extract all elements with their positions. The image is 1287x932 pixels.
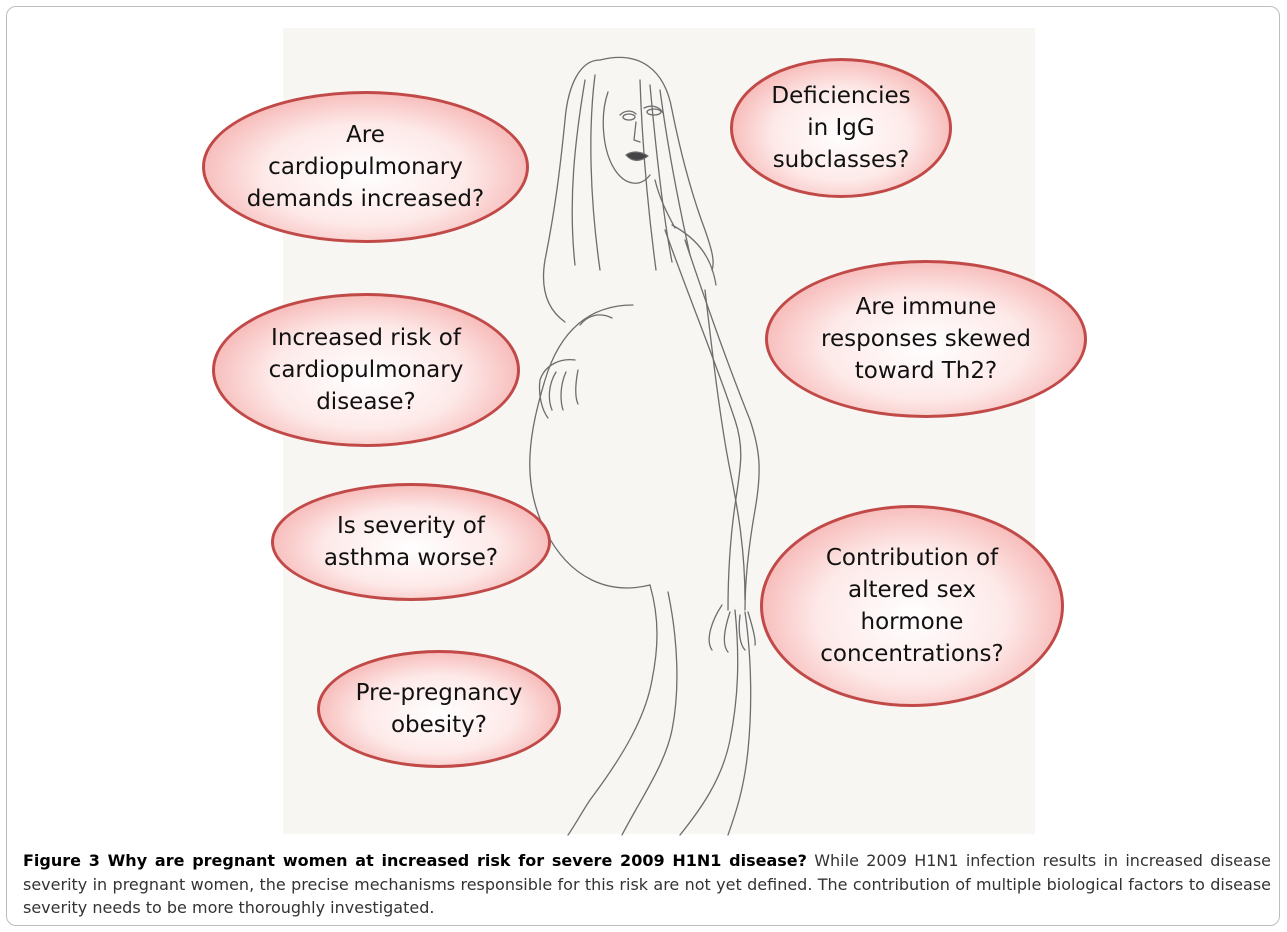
figure-illustration: Are cardiopulmonary demands increased? D… xyxy=(0,0,1287,840)
bubble-cardiopulmonary-disease: Increased risk of cardiopulmonary diseas… xyxy=(212,293,520,447)
bubble-th2-responses: Are immune responses skewed toward Th2? xyxy=(765,260,1087,418)
bubble-asthma-severity: Is severity of asthma worse? xyxy=(271,483,551,601)
pregnant-woman-sketch xyxy=(0,0,1287,840)
figure-caption: Figure 3 Why are pregnant women at incre… xyxy=(23,849,1271,920)
bubble-pre-pregnancy-obesity: Pre-pregnancy obesity? xyxy=(317,650,561,768)
bubble-cardiopulmonary-demands: Are cardiopulmonary demands increased? xyxy=(202,91,529,243)
caption-label: Figure 3 Why are pregnant women at incre… xyxy=(23,851,807,870)
bubble-igg-deficiencies: Deficiencies in IgG subclasses? xyxy=(730,58,952,198)
bubble-sex-hormones: Contribution of altered sex hormone conc… xyxy=(760,505,1064,707)
